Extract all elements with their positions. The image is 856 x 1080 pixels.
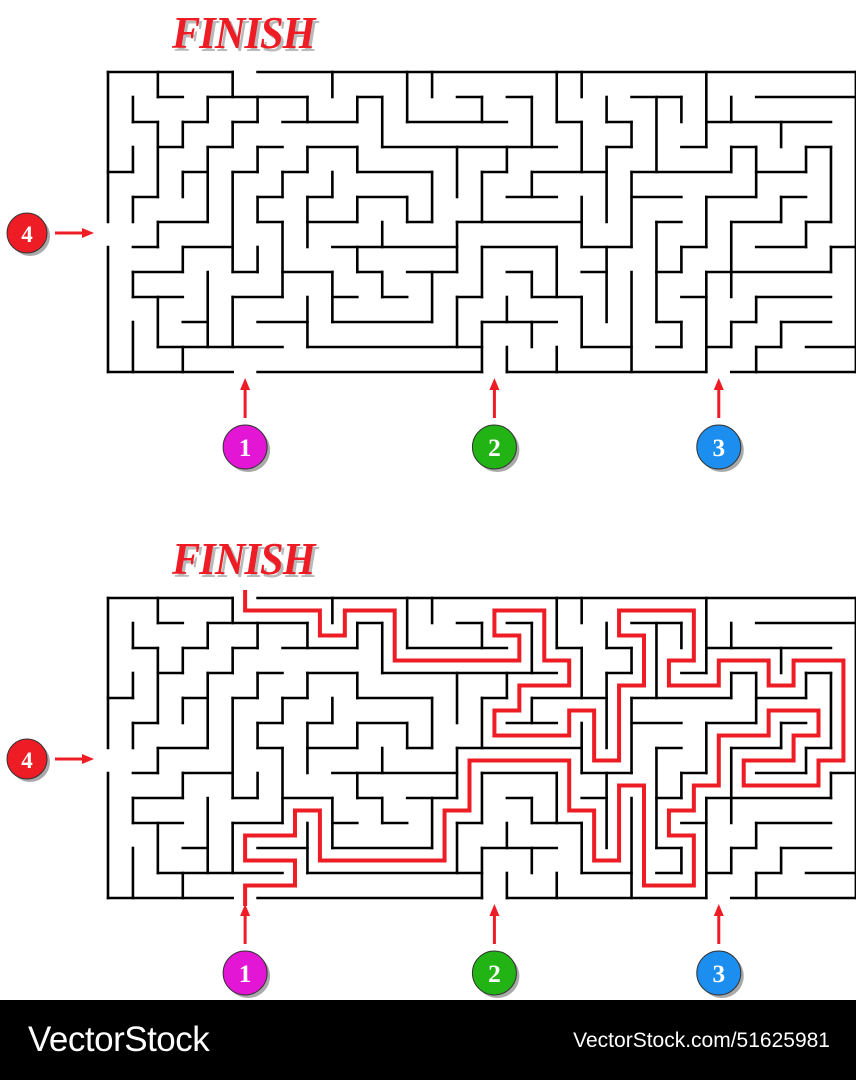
marker-number: 4 [21, 222, 33, 247]
entrance-marker-1: 1 [222, 950, 271, 998]
maze-puzzle: 1 2 3 4 1 2 3 4 [6, 70, 856, 998]
entrance-marker-2: 2 [471, 950, 520, 998]
marker-circle [696, 950, 742, 996]
entrance-marker-3: 3 [696, 424, 744, 472]
arrow-head-icon [489, 378, 500, 390]
marker-circle [471, 424, 517, 470]
arrow-head-icon [489, 904, 500, 916]
marker-circle [6, 738, 48, 780]
marker-circle [471, 950, 517, 996]
marker-circle [222, 950, 268, 996]
marker-number: 3 [712, 960, 725, 988]
marker-number: 1 [239, 960, 252, 988]
marker-number: 1 [239, 434, 252, 462]
finish-label-top: FINISH [172, 7, 316, 58]
marker-circle [222, 424, 268, 470]
entrance-marker-3: 3 [696, 950, 744, 998]
maze-solution: 1 2 3 4 [6, 590, 856, 998]
arrow-head-icon [713, 904, 724, 916]
marker-number: 4 [21, 748, 33, 773]
vectorstock-logo: VectorStock [28, 1020, 210, 1059]
watermark-footer: VectorStock VectorStock.com/51625981 [0, 1000, 856, 1080]
arrow-head-icon [82, 228, 94, 238]
maze-puzzle: 1 2 3 4 [6, 70, 856, 472]
marker-circle [6, 212, 48, 254]
marker-number: 2 [488, 960, 501, 988]
arrow-head-icon [713, 378, 724, 390]
arrow-head-icon [240, 904, 251, 916]
entrance-marker-4: 4 [6, 212, 50, 256]
marker-number: 3 [712, 434, 725, 462]
entrance-marker-1: 1 [222, 424, 271, 472]
finish-label-bottom: FINISH [172, 533, 316, 584]
marker-number: 2 [488, 434, 501, 462]
arrow-head-icon [240, 378, 251, 390]
stock-id: VectorStock.com/51625981 [573, 1029, 830, 1052]
solution-path [243, 590, 846, 906]
arrow-head-icon [82, 754, 94, 764]
entrance-marker-4: 4 [6, 738, 50, 782]
entrance-marker-2: 2 [471, 424, 520, 472]
marker-circle [696, 424, 742, 470]
